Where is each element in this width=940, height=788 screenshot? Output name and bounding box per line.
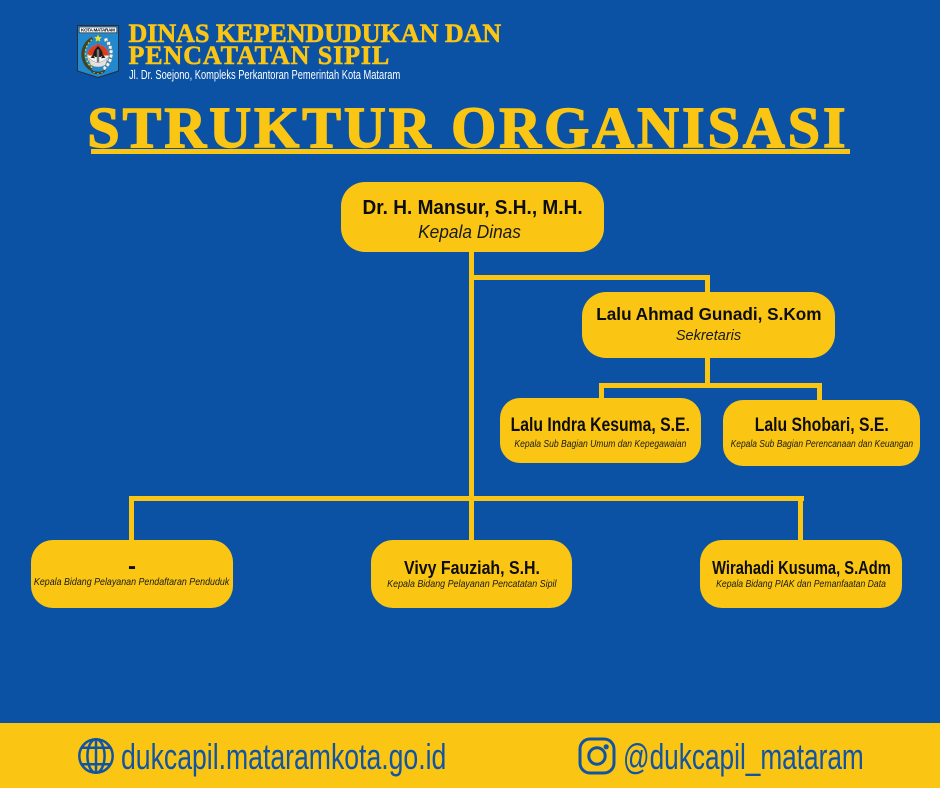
svg-text:KOTA MATARAM: KOTA MATARAM <box>81 28 115 33</box>
